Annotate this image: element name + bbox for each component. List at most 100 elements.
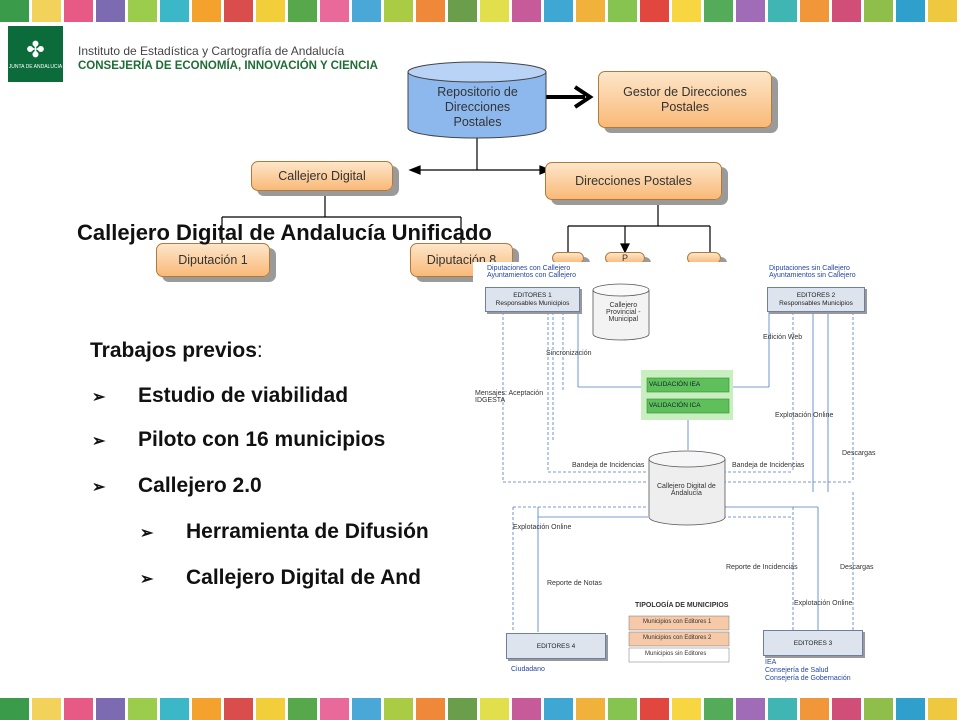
edicion-web-label: Edición Web: [763, 334, 803, 341]
stripe-segment: [480, 0, 509, 22]
stripe-segment: [832, 0, 861, 22]
stripe-segment: [608, 698, 637, 720]
gestor-node: Gestor de Direcciones Postales: [598, 71, 772, 128]
diputacion-8-node: Diputación 8: [410, 243, 513, 277]
stripe-segment: [320, 0, 349, 22]
stripe-segment: [576, 0, 605, 22]
tipologia-item: Municipios con Editores 2: [643, 635, 712, 641]
stripe-segment: [800, 0, 829, 22]
stripe-segment: [320, 698, 349, 720]
editores-3-box: EDITORES 3: [763, 630, 863, 656]
bandeja-left-label: Bandeja de Incidencias: [572, 462, 645, 469]
mensajes-label: Mensajes: Aceptación IDGESTA: [475, 390, 544, 404]
diputacion-1-node: Diputación 1: [156, 243, 270, 277]
stripe-segment: [352, 0, 381, 22]
descargas-bottom-label: Descargas: [840, 564, 874, 571]
stripe-segment: [896, 698, 925, 720]
council-name: CONSEJERÍA DE ECONOMÍA, INNOVACIÓN Y CIE…: [78, 60, 378, 72]
stripe-segment: [224, 0, 253, 22]
stripe-segment: [0, 698, 29, 720]
stripe-segment: [640, 0, 669, 22]
direcciones-postales-node: Direcciones Postales: [545, 162, 722, 200]
sincronizacion-label: Sincronización: [546, 350, 592, 357]
reporte-notas-label: Reporte de Notas: [547, 580, 602, 587]
stripe-segment: [896, 0, 925, 22]
stripe-segment: [352, 698, 381, 720]
editores-3-list: IEA Consejería de Salud Consejería de Go…: [765, 659, 851, 682]
stripe-segment: [768, 698, 797, 720]
logo-emblem-icon: ✤: [26, 37, 45, 62]
stripe-segment: [832, 698, 861, 720]
central-db-label: Callejero Digital de Andalucía: [657, 483, 716, 497]
stripe-segment: [0, 0, 29, 22]
bottom-color-stripe: [0, 698, 960, 720]
stripe-segment: [128, 0, 157, 22]
stripe-segment: [736, 698, 765, 720]
stripe-segment: [704, 0, 733, 22]
stripe-segment: [704, 698, 733, 720]
stripe-segment: [416, 698, 445, 720]
tipologia-item: Municipios sin Editores: [645, 651, 707, 657]
explotacion-online-left-label: Explotación Online: [513, 524, 572, 531]
stripe-segment: [256, 0, 285, 22]
explotacion-online-right-label: Explotación Online: [794, 600, 853, 607]
flow-diagram-lines: [502, 283, 854, 663]
stripe-segment: [192, 698, 221, 720]
top-left-note: Diputaciones con Callejero Ayuntamientos…: [487, 265, 576, 279]
arrow-bullet-icon: ➢: [92, 389, 106, 406]
stripe-segment: [224, 698, 253, 720]
stripe-segment: [64, 698, 93, 720]
junta-logo: ✤ JUNTA DE ANDALUCIA: [8, 26, 63, 82]
stripe-segment: [544, 698, 573, 720]
stripe-segment: [768, 0, 797, 22]
stripe-segment: [512, 698, 541, 720]
list-item: ➢Callejero Digital de And: [140, 566, 421, 589]
tipologia-title: TIPOLOGÍA DE MUNICIPIOS: [635, 602, 729, 609]
arrow-bullet-icon: ➢: [92, 479, 106, 496]
top-right-note: Diputaciones sin Callejero Ayuntamientos…: [769, 265, 856, 279]
bandeja-right-label: Bandeja de Incidencias: [732, 462, 805, 469]
stripe-segment: [672, 698, 701, 720]
top-color-stripe: [0, 0, 960, 22]
descargas-top-label: Descargas: [842, 450, 876, 457]
subtitle-label: Trabajos previos: [90, 339, 257, 362]
tipologia-item: Municipios con Editores 1: [643, 619, 712, 625]
stripe-segment: [512, 0, 541, 22]
stripe-segment: [32, 698, 61, 720]
stripe-segment: [640, 698, 669, 720]
editores-4-box: EDITORES 4: [506, 633, 606, 659]
stripe-segment: [64, 0, 93, 22]
ciudadano-label: Ciudadano: [511, 666, 545, 673]
stripe-segment: [416, 0, 445, 22]
stripe-segment: [128, 698, 157, 720]
stripe-segment: [928, 698, 957, 720]
validacion-iea: VALIDACIÓN IEA: [649, 381, 701, 388]
subtitle: Trabajos previos:: [90, 339, 263, 363]
arrow-bullet-icon: ➢: [92, 433, 106, 450]
stripe-segment: [736, 0, 765, 22]
repository-cylinder: [407, 61, 547, 139]
explotacion-online-top-label: Explotación Online: [775, 412, 834, 419]
editores-2-box: EDITORES 2 Responsables Municipios: [767, 287, 865, 312]
reporte-incidencias-label: Reporte de Incidencias: [726, 564, 798, 571]
institute-name: Instituto de Estadística y Cartografía d…: [78, 44, 345, 58]
stripe-segment: [672, 0, 701, 22]
stripe-segment: [864, 698, 893, 720]
callejero-digital-node: Callejero Digital: [251, 161, 393, 191]
stripe-segment: [256, 698, 285, 720]
stripe-segment: [480, 698, 509, 720]
stripe-segment: [608, 0, 637, 22]
list-item: ➢Callejero 2.0: [92, 474, 262, 497]
stripe-segment: [928, 0, 957, 22]
subtitle-colon: :: [256, 339, 263, 362]
stripe-segment: [384, 0, 413, 22]
stripe-segment: [288, 0, 317, 22]
provincial-db-label: Callejero Provincial - Municipal: [606, 302, 641, 323]
arrow-bullet-icon: ➢: [140, 525, 154, 542]
arrow-bullet-icon: ➢: [140, 571, 154, 588]
stripe-segment: [32, 0, 61, 22]
stripe-segment: [192, 0, 221, 22]
stripe-segment: [384, 698, 413, 720]
stripe-segment: [800, 698, 829, 720]
